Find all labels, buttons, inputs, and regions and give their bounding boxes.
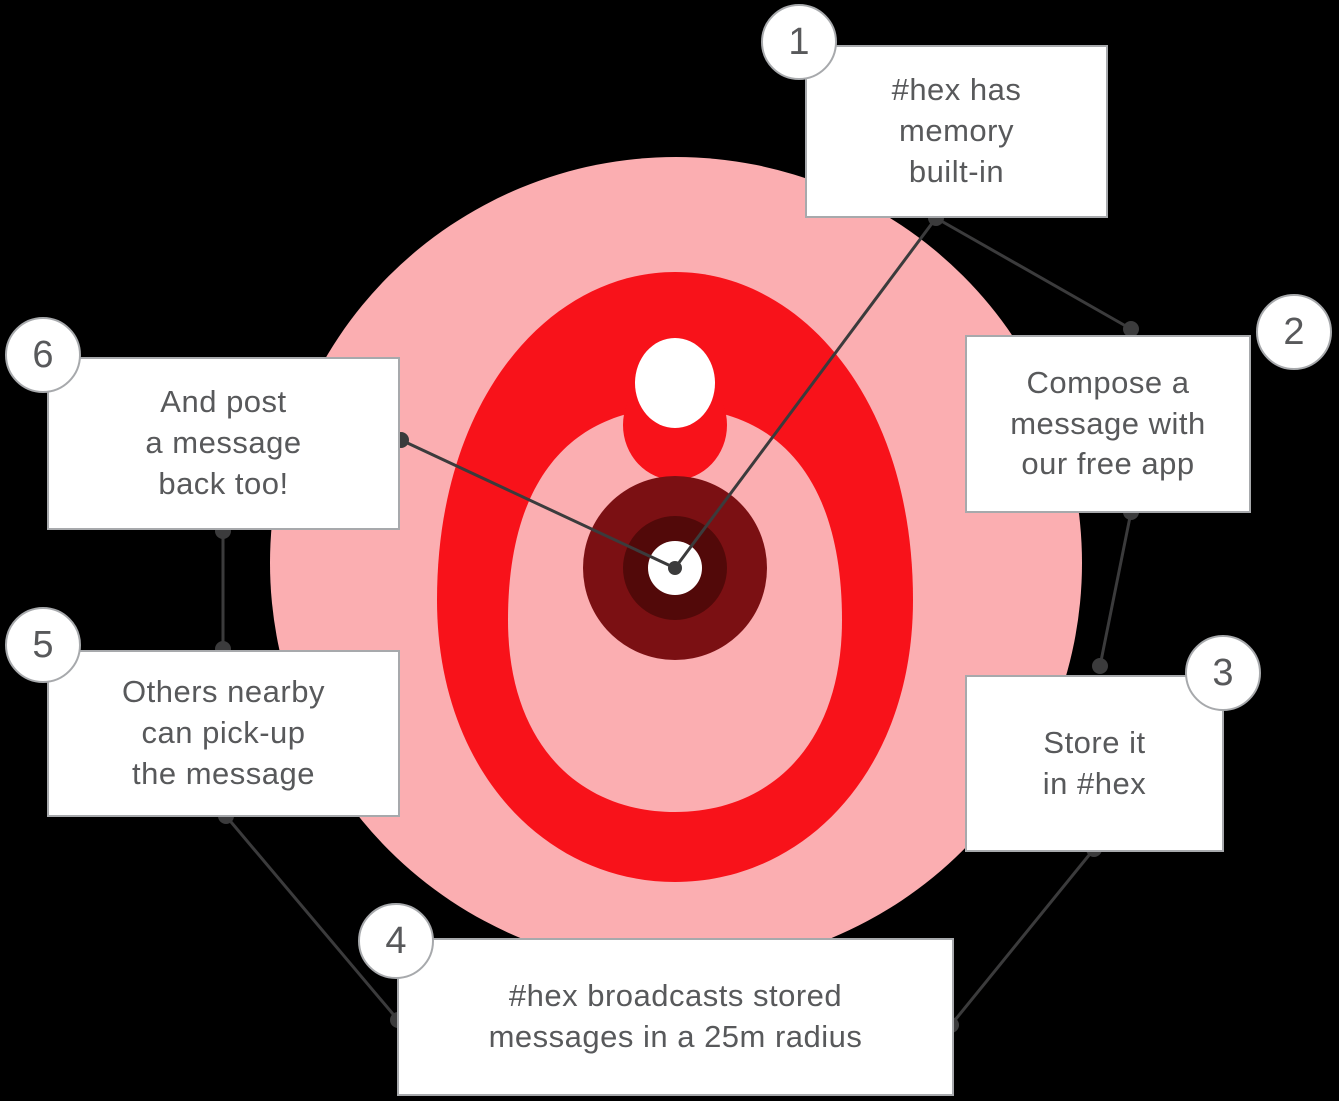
connector-lines	[221, 216, 1133, 1026]
callout-box-6: And post a message back too!	[47, 357, 400, 530]
step-badge-3: 3	[1185, 635, 1261, 711]
callout-text-6: And post a message back too!	[145, 384, 302, 501]
step-badge-6: 6	[5, 317, 81, 393]
step-number-3: 3	[1212, 651, 1234, 694]
hex-logo-head	[635, 338, 715, 428]
step-badge-2: 2	[1256, 294, 1332, 370]
callout-box-1: #hex has memory built-in	[805, 45, 1108, 218]
callout-text-3: Store it in #hex	[1042, 724, 1147, 801]
step-number-6: 6	[32, 333, 54, 376]
callout-text-5: Others nearby can pick-up the message	[122, 674, 325, 791]
connector-line	[1098, 511, 1133, 667]
callout-box-4: #hex broadcasts stored messages in a 25m…	[397, 938, 954, 1096]
step-badge-1: 1	[761, 4, 837, 80]
callout-text-4: #hex broadcasts stored messages in a 25m…	[488, 978, 863, 1054]
callout-text-2: Compose a message with our free app	[1010, 364, 1206, 482]
callout-box-5: Others nearby can pick-up the message	[47, 650, 400, 817]
connector-dot	[1123, 321, 1139, 337]
connector-line	[224, 815, 400, 1021]
connector-line	[935, 216, 1132, 331]
step-number-5: 5	[32, 623, 54, 666]
callout-box-2: Compose a message with our free app	[965, 335, 1251, 513]
connector-line	[400, 438, 676, 570]
callout-text-1: #hex has memory built-in	[891, 72, 1022, 189]
connector-dot	[1092, 658, 1108, 674]
step-badge-4: 4	[358, 903, 434, 979]
connector-line	[949, 848, 1096, 1026]
connector-dot	[668, 561, 682, 575]
step-badge-5: 5	[5, 607, 81, 683]
step-number-4: 4	[385, 919, 407, 962]
connector-line	[673, 217, 938, 569]
callout-box-3: Store it in #hex	[965, 675, 1224, 852]
step-number-1: 1	[788, 20, 810, 63]
step-number-2: 2	[1283, 310, 1305, 353]
